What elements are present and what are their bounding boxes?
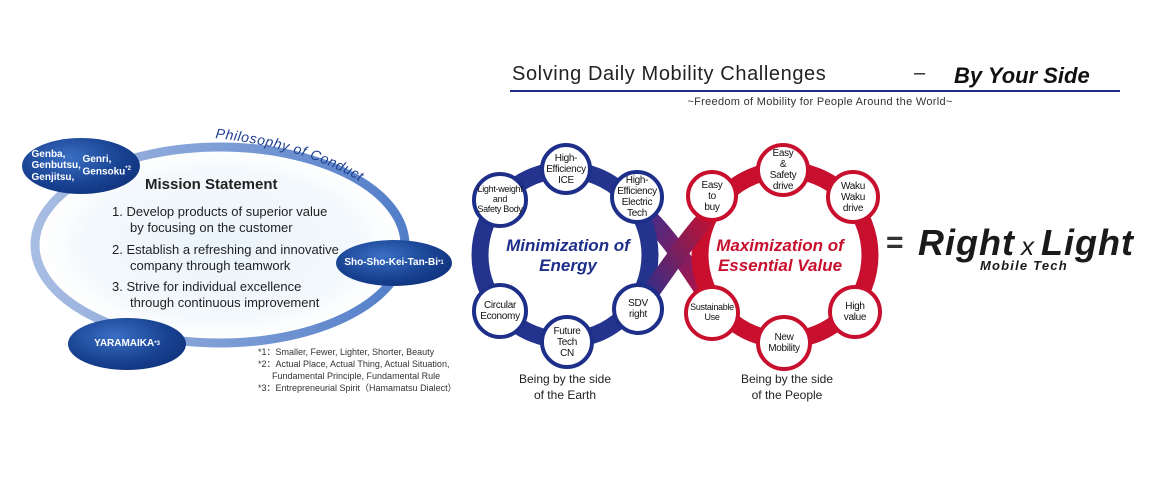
logo-right: Right: [918, 222, 1015, 263]
mission-item: 2. Establish a refreshing and innovative…: [112, 241, 339, 273]
node-light-weight-safety-body: Light-weight and Safety Body: [472, 172, 528, 228]
mission-item: 3. Strive for individual excellence thro…: [112, 279, 320, 311]
mission-glow: [25, 140, 415, 350]
logo-x: x: [1020, 231, 1035, 261]
note-line: *2：Actual Place, Actual Thing, Actual Si…: [258, 359, 450, 370]
note-line: *3：Entrepreneurial Spirit（Hamamatsu Dial…: [258, 383, 457, 394]
node-easy-safety-drive: Easy & Safety drive: [756, 143, 810, 197]
node-future-tech-cn: Future Tech CN: [540, 315, 594, 369]
note-line: *1：Smaller, Fewer, Lighter, Shorter, Bea…: [258, 347, 435, 357]
mission-title: Mission Statement: [145, 176, 278, 193]
mission-item: 1. Develop products of superior value by…: [112, 204, 328, 235]
energy-caption: Being by the side of the Earth: [518, 372, 612, 402]
node-sdv-right: SDV right: [612, 283, 664, 335]
title-underline: [510, 90, 1120, 92]
node-new-mobility: New Mobility: [756, 315, 812, 371]
logo-light: Light: [1040, 222, 1134, 263]
node-high-efficiency-ice: High- Efficiency ICE: [540, 143, 592, 195]
page-subtitle: ~Freedom of Mobility for People Around t…: [687, 96, 953, 108]
node-high-efficiency-electric-tech: High- Efficiency Electric Tech: [610, 170, 664, 224]
oval-yaramaika: YARAMAIKA*3: [68, 318, 186, 370]
page-title: Solving Daily Mobility Challenges: [512, 63, 827, 85]
mission-list: 1. Develop products of superior value by…: [112, 204, 344, 317]
philosophy-notes: *1：Smaller, Fewer, Lighter, Shorter, Bea…: [258, 346, 457, 395]
value-title: Maximization of Essential Value: [716, 236, 844, 275]
energy-title: Minimization of Energy: [506, 236, 630, 275]
value-caption: Being by the side of the People: [740, 372, 834, 402]
node-easy-to-buy: Easy to buy: [686, 170, 738, 222]
logo-subtitle: Mobile Tech: [980, 258, 1068, 273]
node-high-value: High value: [828, 285, 882, 339]
node-sustainable-use: Sustainable Use: [684, 285, 740, 341]
oval-genba: Genba, Genbutsu, Genjitsu, Genri, Gensok…: [22, 138, 140, 194]
equals-sign: =: [886, 226, 904, 259]
tagline: By Your Side: [954, 63, 1090, 88]
note-line: Fundamental Principle, Fundamental Rule: [272, 371, 441, 382]
node-waku-waku-drive: Waku Waku drive: [826, 170, 880, 224]
header: Solving Daily Mobility Challenges – By Y…: [500, 60, 1140, 110]
node-circular-economy: Circular Economy: [472, 283, 528, 339]
title-dash: –: [914, 62, 926, 84]
oval-sho-sho-kei-tan-bi: Sho-Sho-Kei-Tan-Bi*1: [336, 240, 452, 286]
